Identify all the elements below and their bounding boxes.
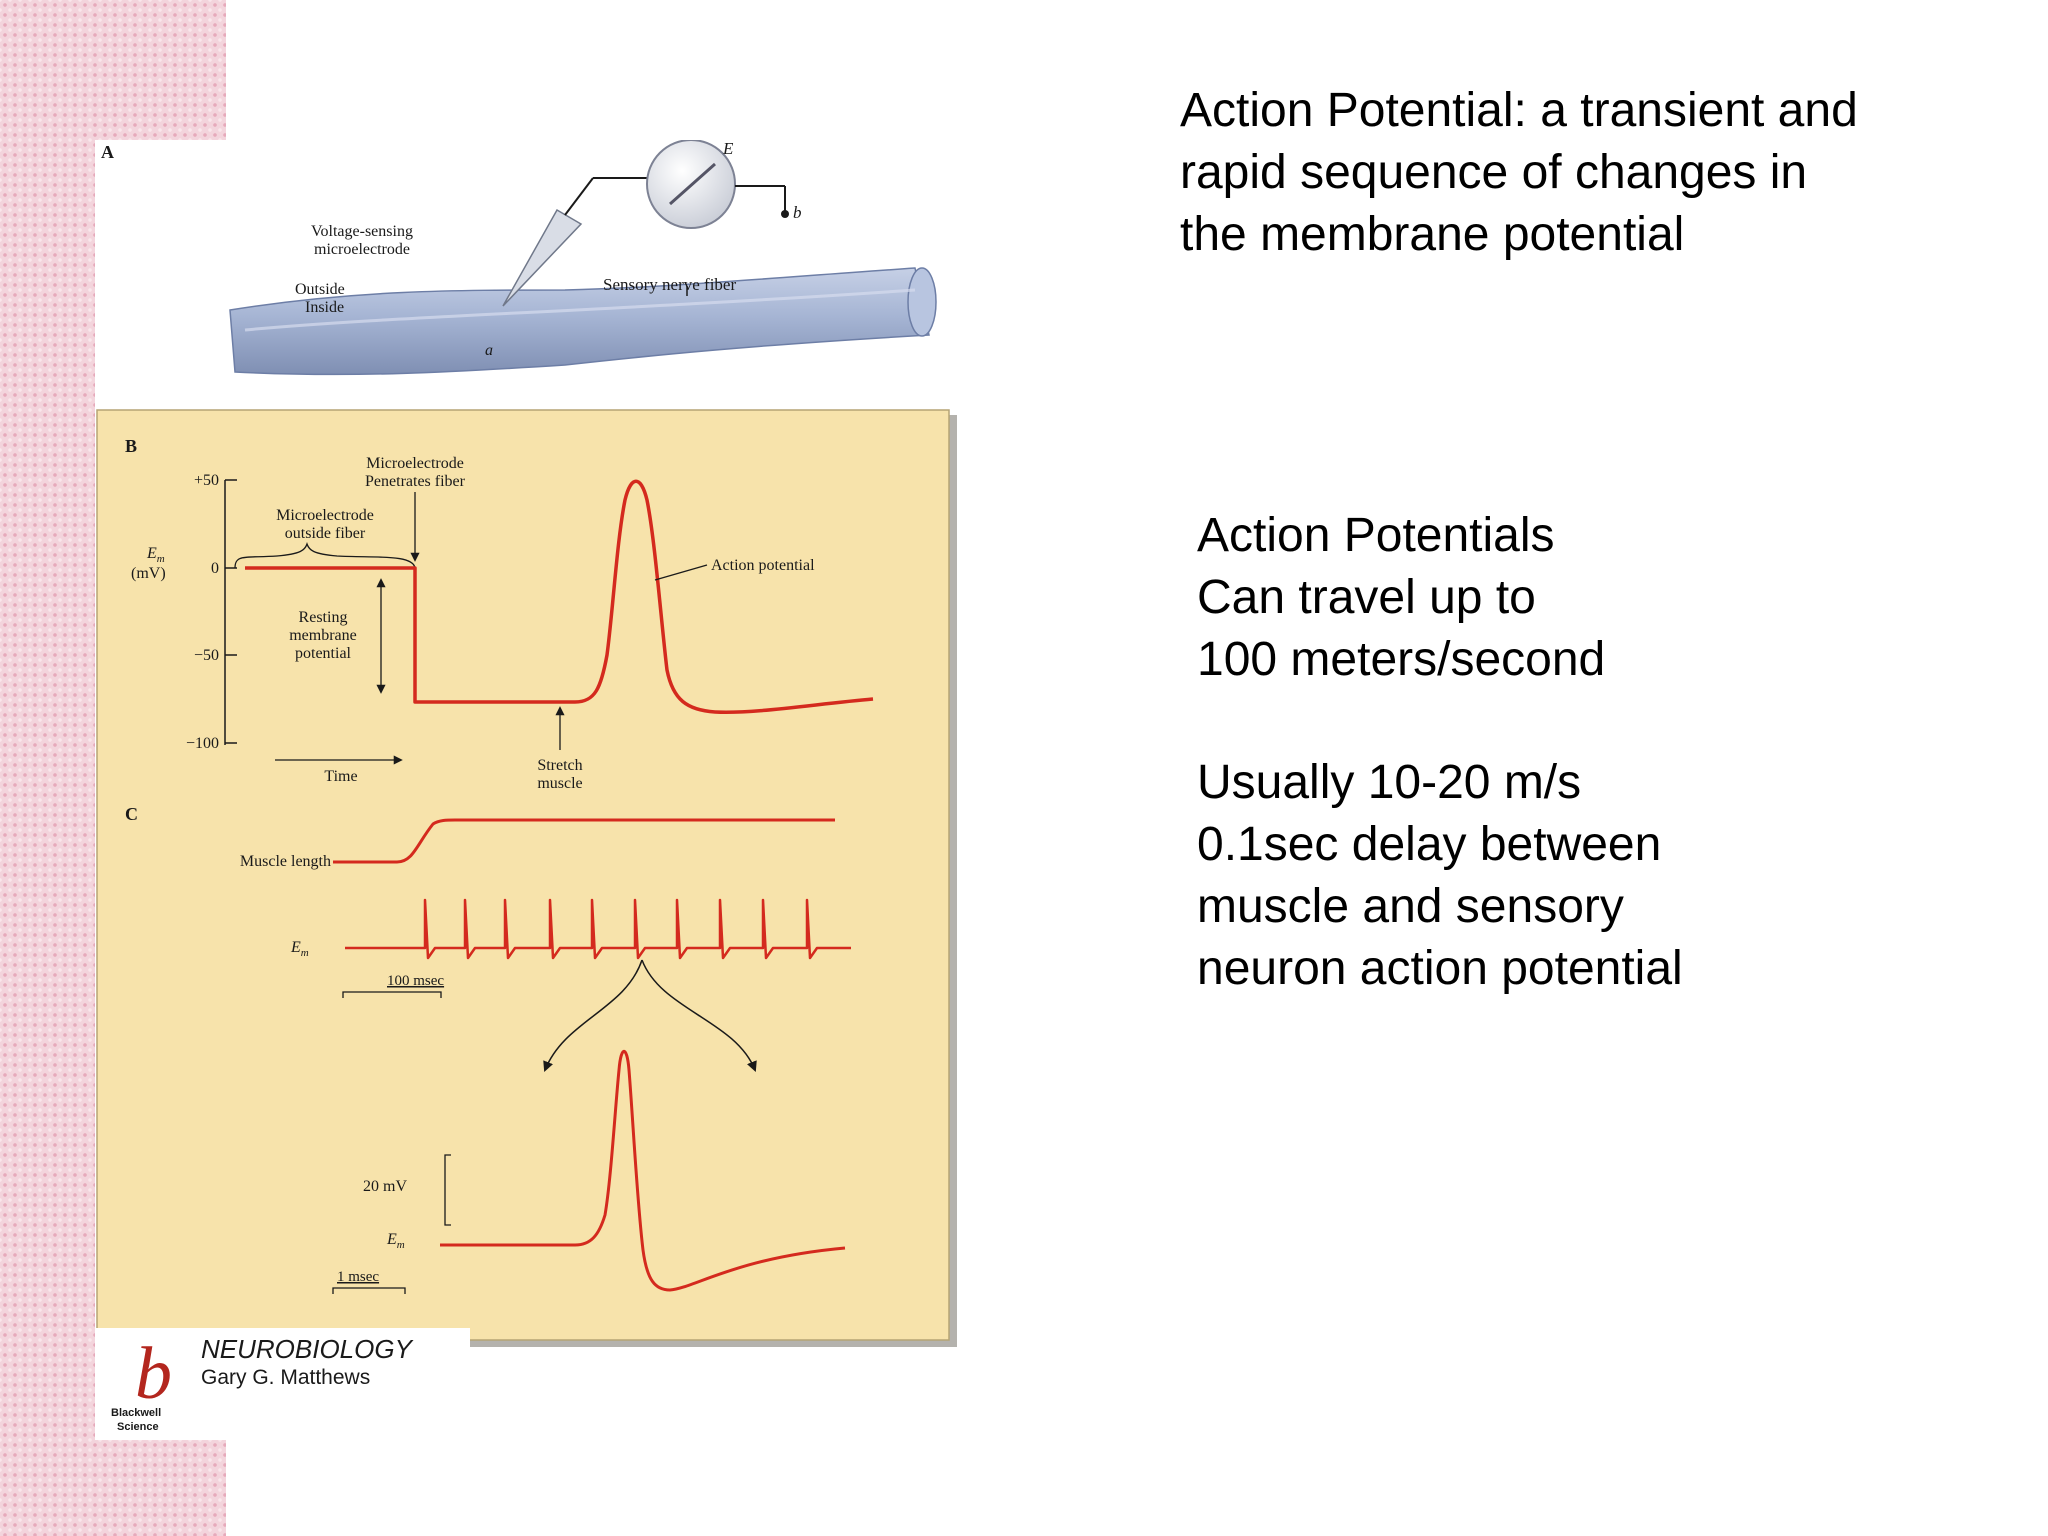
fiber-end xyxy=(907,267,937,337)
expand-arrow-right xyxy=(641,959,757,1072)
resting-potential-trace xyxy=(245,479,874,715)
ground-label: b xyxy=(793,203,802,222)
tick-label-plus50: +50 xyxy=(194,472,219,489)
scale-20mv-bar xyxy=(444,1154,451,1226)
meter-label: E xyxy=(722,140,734,158)
electrode-label-2: microelectrode xyxy=(314,241,410,258)
voltmeter xyxy=(646,140,789,229)
muscle-length-trace xyxy=(333,818,835,864)
expand-arrow-left xyxy=(543,959,643,1072)
y-label-units: (mV) xyxy=(131,565,166,582)
slide-title-text: Action Potential: a transient and rapid … xyxy=(1180,84,1858,261)
panel-a: A E b a Voltage-sensing xyxy=(101,140,937,376)
logo-publisher-1: Blackwell xyxy=(111,1407,161,1419)
resting-label-3: potential xyxy=(295,645,352,662)
outside-brace xyxy=(234,541,416,569)
em-label-2: Em xyxy=(386,1231,405,1251)
tick-label-minus100: −100 xyxy=(186,735,219,752)
scale-100ms-bar xyxy=(342,991,442,998)
outside-label: Outside xyxy=(295,281,345,298)
resting-label-2: membrane xyxy=(289,627,357,644)
spike-train-trace xyxy=(345,898,851,960)
logo-background xyxy=(95,1328,470,1440)
panel-a-letter: A xyxy=(101,142,114,162)
penetrates-label-1: Microelectrode xyxy=(366,455,464,472)
speed-text: Action Potentials Can travel up to 100 m… xyxy=(1197,509,1606,686)
muscle-length-label: Muscle length xyxy=(240,853,331,870)
tick-label-minus50: −50 xyxy=(194,647,219,664)
scale-1ms-label: 1 msec xyxy=(337,1269,379,1285)
fiber-label: Sensory nerve fiber xyxy=(603,275,736,294)
enlarged-ap-trace xyxy=(440,1049,846,1292)
scale-20mv-label: 20 mV xyxy=(363,1178,407,1195)
ap-leader-line xyxy=(654,564,708,581)
electrode-label-1: Voltage-sensing xyxy=(311,223,413,240)
time-label: Time xyxy=(324,768,357,785)
resting-label-1: Resting xyxy=(299,609,348,626)
logo-mark: b xyxy=(135,1333,172,1415)
panel-b-letter: B xyxy=(125,436,137,456)
panel-bc-background xyxy=(96,409,950,1341)
nerve-fiber xyxy=(229,267,930,376)
stretch-label-2: muscle xyxy=(537,775,582,792)
penetrates-label-2: Penetrates fiber xyxy=(365,473,466,490)
detail-text: Usually 10-20 m/s 0.1sec delay between m… xyxy=(1197,756,1683,995)
inside-label: Inside xyxy=(305,299,344,316)
action-potential-label: Action potential xyxy=(711,557,815,574)
microelectrode xyxy=(502,177,650,307)
logo-publisher-2: Science xyxy=(117,1421,159,1433)
stretch-label-1: Stretch xyxy=(537,757,582,774)
scale-100ms-label: 100 msec xyxy=(387,973,444,989)
fiber-highlight xyxy=(244,288,916,332)
scale-1ms-bar xyxy=(332,1287,406,1294)
publisher-logo: b NEUROBIOLOGY Gary G. Matthews Blackwel… xyxy=(95,1328,470,1440)
logo-author: Gary G. Matthews xyxy=(201,1366,370,1389)
em-label-1: Em xyxy=(290,939,309,959)
neurobiology-figure: A E b a Voltage-sensing xyxy=(95,140,965,1440)
tick-label-0: 0 xyxy=(211,560,219,577)
outside-fiber-label-1: Microelectrode xyxy=(276,507,374,524)
y-label-em: Em xyxy=(146,545,165,565)
logo-title: NEUROBIOLOGY xyxy=(201,1334,414,1364)
panel-b: B +50 0 −50 −100 Em (mV) Microelectrode … xyxy=(125,436,874,792)
panel-c-letter: C xyxy=(125,804,138,824)
panel-c: C Muscle length Em 100 msec 20 mV Em 1 m… xyxy=(125,804,851,1294)
point-label: a xyxy=(485,342,493,359)
figure-svg: A E b a Voltage-sensing xyxy=(95,140,957,1440)
outside-fiber-label-2: outside fiber xyxy=(285,525,366,542)
